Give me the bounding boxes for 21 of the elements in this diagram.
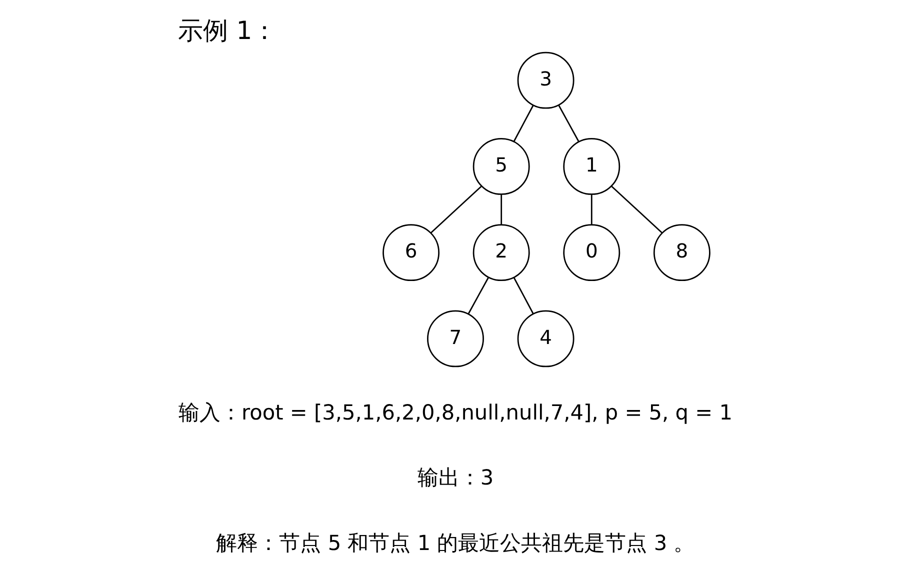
node-circle: 2: [472, 224, 530, 282]
node-circle: 0: [562, 224, 620, 282]
diagram-title: 示例 1：: [178, 16, 277, 46]
node-circle: 8: [652, 224, 710, 282]
connector: [430, 186, 482, 234]
node-circle: 1: [562, 138, 620, 195]
node-circle: 6: [382, 224, 440, 282]
node-circle: 7: [426, 310, 484, 368]
connector: [558, 105, 579, 142]
connector: [512, 105, 534, 142]
label: 输入：root = [3,5,1,6,2,0,8,null,null,7,4], p = 5, q = 1: [178, 400, 732, 424]
connector: [467, 277, 488, 314]
node-circle: 5: [472, 138, 530, 195]
node-circle: 4: [516, 310, 574, 368]
connector: [512, 277, 534, 314]
node-circle: 3: [516, 52, 574, 109]
connector: [590, 194, 592, 224]
label: 解释：节点 5 和节点 1 的最近公共祖先是节点 3 。: [216, 530, 694, 555]
connector: [610, 186, 662, 234]
connector: [500, 194, 502, 224]
label: 输出：3: [416, 466, 494, 490]
